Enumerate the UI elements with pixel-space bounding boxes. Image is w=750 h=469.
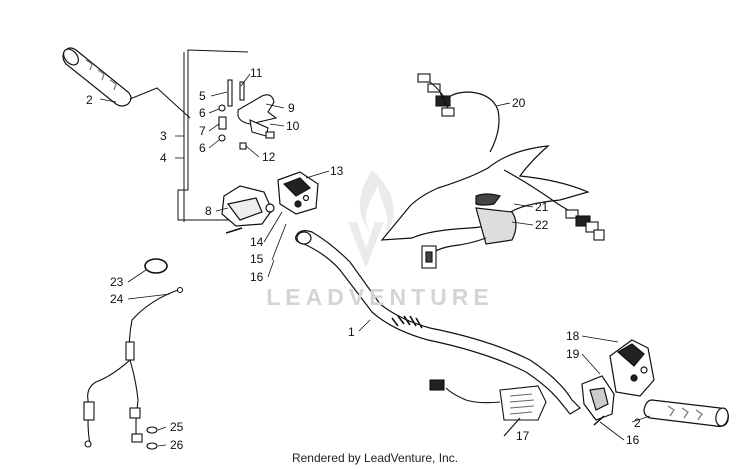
part-label-24: 24 (110, 292, 124, 306)
connector-right (565, 209, 605, 241)
part-label-20: 20 (512, 96, 526, 110)
watermark-text: LEADVENTURE (266, 284, 494, 310)
footer-credit: Rendered by LeadVenture, Inc. (291, 451, 459, 465)
part-label-23: 23 (110, 275, 124, 289)
part-label-13: 13 (330, 164, 344, 178)
part-label-8: 8 (205, 204, 212, 218)
part-label-19: 19 (566, 347, 580, 361)
throttle-switch-housing (277, 171, 319, 215)
part-label-10: 10 (286, 119, 300, 133)
part-number-labels: 2 3 4 5 6 7 6 11 9 10 12 13 8 14 15 16 2… (86, 66, 641, 452)
throttle-hardware (218, 79, 278, 150)
leader-lines-harness (495, 102, 534, 226)
part-label-2: 2 (634, 416, 641, 430)
left-switch-housing (221, 185, 275, 234)
heater-element (429, 379, 547, 437)
bracket-lines (129, 49, 249, 222)
throttle-cable (83, 98, 371, 450)
right-switch-housing (581, 339, 655, 426)
part-label-16: 16 (626, 433, 640, 447)
part-label-6: 6 (199, 106, 206, 120)
part-label-25: 25 (170, 420, 184, 434)
part-label-11: 11 (250, 66, 263, 80)
leader-lines-right (581, 335, 651, 441)
part-label-9: 9 (288, 101, 295, 115)
part-label-2: 2 (86, 93, 93, 107)
part-label-14: 14 (250, 235, 264, 249)
watermark-logo (348, 170, 394, 268)
part-label-22: 22 (535, 218, 549, 232)
right-hand-grip (643, 399, 729, 427)
connector-bottom (421, 245, 437, 269)
connector-top (417, 73, 455, 117)
part-label-4: 4 (160, 151, 167, 165)
part-label-1: 1 (348, 325, 355, 339)
part-label-6: 6 (199, 141, 206, 155)
wiring-harness-pad (380, 91, 590, 253)
part-label-26: 26 (170, 438, 184, 452)
left-hand-grip (62, 47, 132, 107)
part-label-17: 17 (516, 429, 530, 443)
leader-lines-left (175, 73, 330, 278)
part-label-21: 21 (535, 200, 549, 214)
part-label-15: 15 (250, 252, 264, 266)
handlebar (295, 230, 581, 415)
part-label-12: 12 (262, 150, 276, 164)
part-label-7: 7 (199, 124, 206, 138)
part-label-18: 18 (566, 329, 580, 343)
part-label-5: 5 (199, 89, 206, 103)
part-label-3: 3 (160, 129, 167, 143)
part-label-16: 16 (250, 270, 264, 284)
